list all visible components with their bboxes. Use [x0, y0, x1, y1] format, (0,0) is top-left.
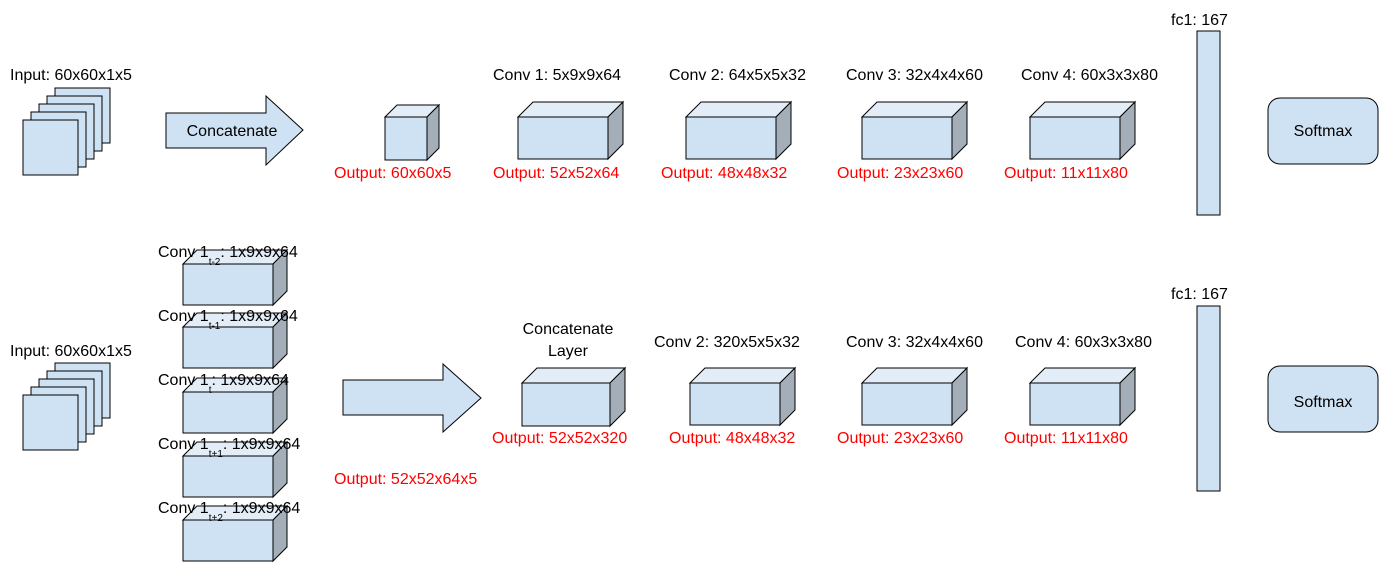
parallel-conv1-box-2 [181, 311, 289, 370]
bottom-conv3-box [860, 366, 969, 427]
top-conv1-box-front-face [517, 116, 609, 160]
top-concat-output: Output: 60x60x5 [334, 165, 452, 182]
parallel-conv1-label-1: Conv 1t-2: 1x9x9x64 [158, 244, 298, 268]
top-conv2-box-top-face [684, 101, 793, 118]
concat-layer-output: Output: 52x52x320 [492, 430, 627, 447]
top-conv4-output: Output: 11x11x80 [1004, 165, 1128, 182]
bottom-conv3-label: Conv 3: 32x4x4x60 [846, 334, 983, 351]
top-conv4-box [1028, 100, 1137, 161]
bottom-conv4-box [1028, 366, 1137, 427]
bottom-conv4-box-top-face [1028, 367, 1137, 384]
top-softmax-label: Softmax [1294, 123, 1353, 140]
concat-layer-label-line1: Concatenate [523, 321, 614, 338]
top-conv3-box-front-face [861, 116, 953, 160]
top-conv1-output: Output: 52x52x64 [493, 165, 619, 182]
parallel-conv1-box-5-front-face [182, 519, 274, 562]
top-conv1-box-top-face [516, 101, 625, 118]
top-concatenate-arrow [165, 94, 304, 167]
bottom-conv2-output: Output: 48x48x32 [669, 430, 795, 447]
concat-layer-box [520, 366, 627, 428]
parallel-conv1-box-3-front-face [182, 391, 274, 434]
bottom-conv3-box-top-face [860, 367, 969, 384]
parallel-conv1-label-2: Conv 1t-1: 1x9x9x64 [158, 308, 298, 332]
bottom-conv3-output: Output: 23x23x60 [837, 430, 963, 447]
top-input-frame-1 [22, 119, 79, 176]
top-row: Input: 60x60x1x5 Concatenate Output: 60x… [10, 12, 1379, 216]
top-fc1-label: fc1: 167 [1171, 12, 1228, 29]
parallel-conv1-label-5: Conv 1t+2: 1x9x9x64 [158, 500, 300, 524]
bottom-input-frame-1 [22, 394, 79, 451]
bottom-conv4-output: Output: 11x11x80 [1004, 430, 1128, 447]
parallel-conv1-label-4: Conv 1t+1: 1x9x9x64 [158, 436, 300, 460]
bottom-input-label: Input: 60x60x1x5 [10, 343, 132, 360]
bottom-input-stack [22, 362, 111, 451]
top-conv2-output: Output: 48x48x32 [661, 165, 787, 182]
concat-layer-box-top-face [520, 367, 627, 384]
top-conv4-box-top-face [1028, 101, 1137, 118]
bottom-conv2-box [688, 366, 797, 427]
top-conv4-box-front-face [1029, 116, 1121, 160]
bottom-softmax-label: Softmax [1294, 394, 1353, 411]
bottom-conv2-label: Conv 2: 320x5x5x32 [654, 334, 800, 351]
concat-layer-label-line2: Layer [548, 343, 589, 360]
bottom-conv3-box-front-face [861, 382, 953, 426]
bottom-concat-arrow [342, 362, 482, 434]
top-conv1-box [516, 100, 625, 161]
top-conv2-box [684, 100, 793, 161]
top-conv2-box-front-face [685, 116, 777, 160]
top-conv2-label: Conv 2: 64x5x5x32 [669, 67, 806, 84]
bottom-row: Input: 60x60x1x5 Output: 52x52x64x5 Conc… [10, 248, 1379, 563]
parallel-conv1-box-1 [181, 248, 289, 307]
bottom-conv2-box-top-face [688, 367, 797, 384]
top-concat-cube [383, 103, 441, 162]
parallel-conv1-box-2-front-face [182, 326, 274, 369]
top-conv3-box-top-face [860, 101, 969, 118]
parallel-conv1-box-4 [181, 440, 289, 499]
bottom-fc1-label: fc1: 167 [1171, 286, 1228, 303]
parallel-conv1-box-4-front-face [182, 455, 274, 498]
top-conv1-label: Conv 1: 5x9x9x64 [493, 67, 621, 84]
top-input-stack [22, 87, 111, 176]
top-softmax-box [1267, 97, 1379, 165]
top-fc1-bar [1196, 30, 1221, 216]
bottom-softmax-box [1267, 365, 1379, 433]
bottom-conv4-box-front-face [1029, 382, 1121, 426]
top-input-label: Input: 60x60x1x5 [10, 67, 132, 84]
concat-layer-box-front-face [521, 382, 611, 427]
bottom-conv4-label: Conv 4: 60x3x3x80 [1015, 334, 1152, 351]
bottom-conv2-box-front-face [689, 382, 781, 426]
top-conv3-box [860, 100, 969, 161]
bottom-fc1-bar [1196, 305, 1221, 492]
parallel-conv1-box-5 [181, 504, 289, 563]
top-conv3-output: Output: 23x23x60 [837, 165, 963, 182]
top-conv4-label: Conv 4: 60x3x3x80 [1021, 67, 1158, 84]
parallel-conv1-box-1-front-face [182, 263, 274, 306]
parallel-conv1-box-3 [181, 376, 289, 435]
parallel-conv1-label-3: Conv 1t: 1x9x9x64 [158, 372, 289, 396]
top-concat-cube-front-face [384, 116, 428, 161]
parallel-output: Output: 52x52x64x5 [334, 471, 477, 488]
top-concatenate-arrow-label: Concatenate [187, 123, 278, 140]
top-conv3-label: Conv 3: 32x4x4x60 [846, 67, 983, 84]
